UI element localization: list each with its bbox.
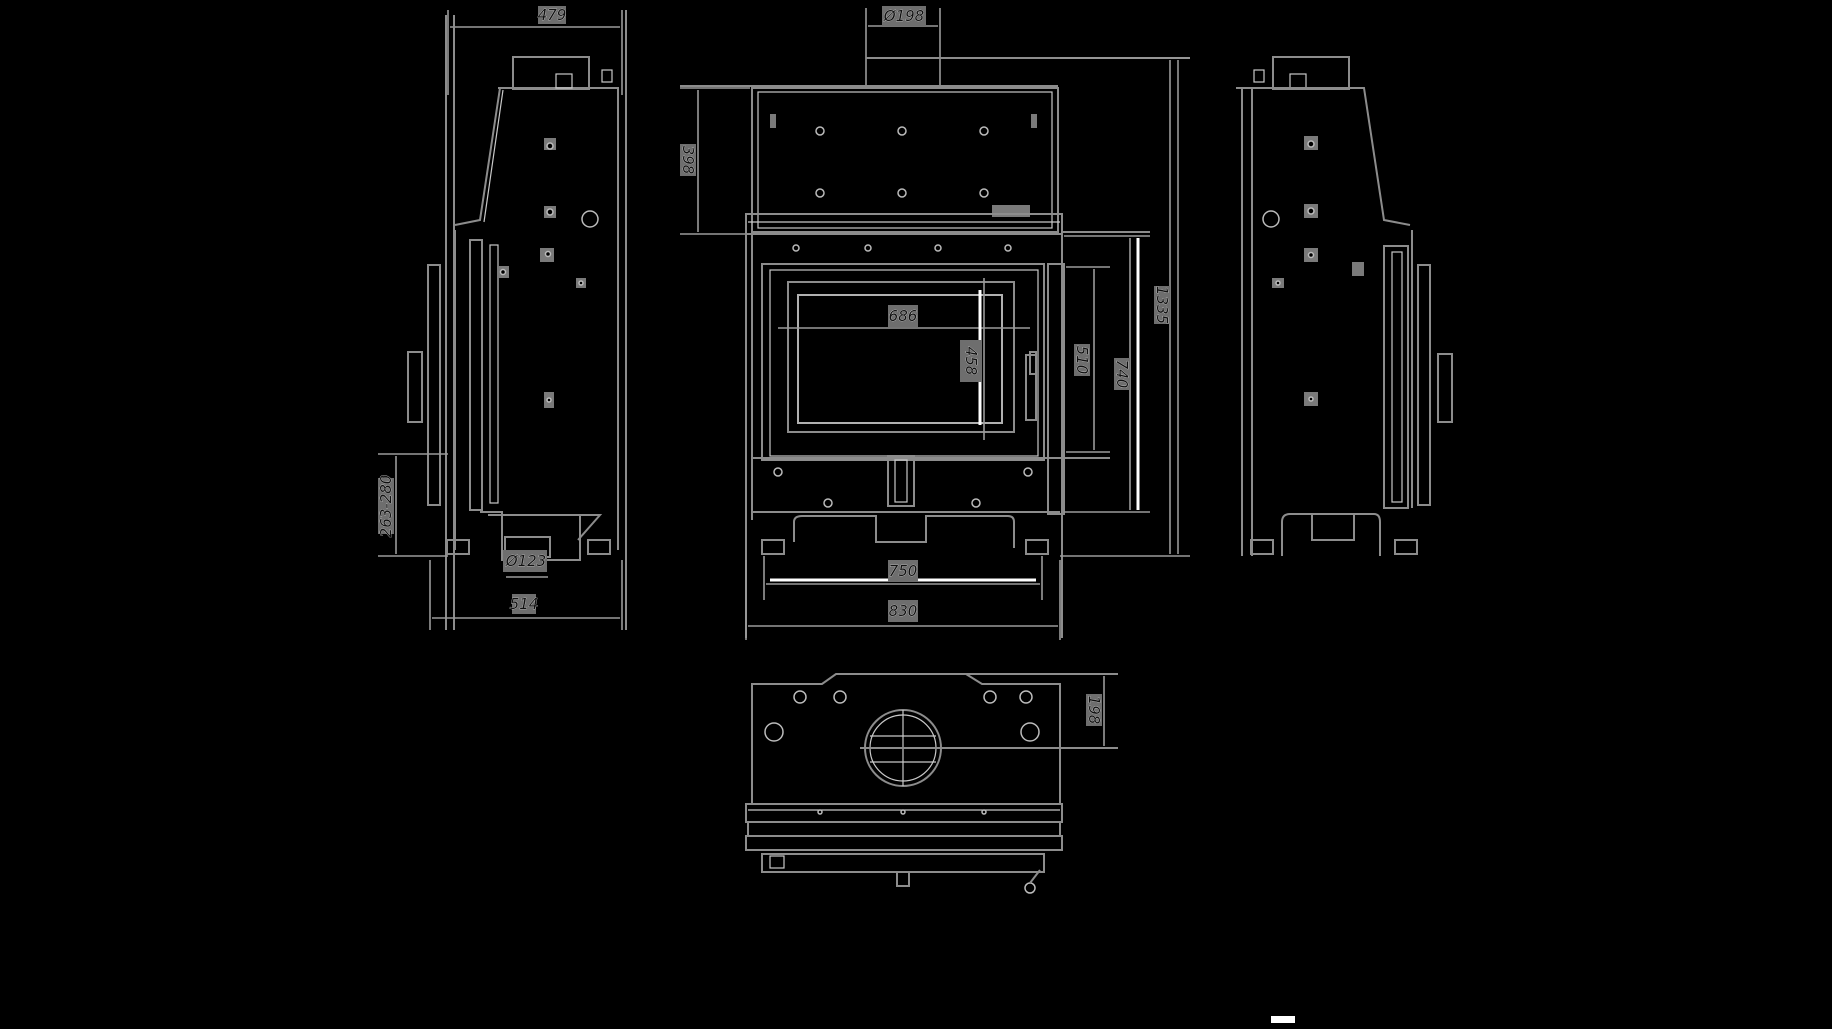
dim-479: 479 (538, 6, 567, 24)
dim-flue-diameter: Ø198 (883, 7, 924, 25)
rivets (815, 126, 989, 198)
dim-740: 740 (1113, 360, 1131, 389)
dim-514: 514 (510, 595, 539, 613)
side-view-right (1236, 56, 1453, 556)
dim-458: 458 (962, 347, 980, 376)
dim-263-280: 263-280 (377, 475, 395, 538)
dim-750: 750 (889, 562, 918, 580)
top-view: 198 (745, 673, 1118, 894)
scale-bar (1271, 1016, 1295, 1023)
dim-198-top: 198 (1085, 696, 1103, 725)
dim-1335: 1335 (1153, 286, 1171, 324)
side-view-left: 479 (377, 6, 627, 630)
dim-830: 830 (889, 602, 918, 620)
dim-510: 510 (1073, 346, 1091, 375)
dim-398: 398 (679, 146, 697, 175)
front-view: Ø198 398 686 (679, 6, 1190, 640)
dim-686: 686 (889, 307, 918, 325)
dim-air-inlet-diameter: Ø123 (505, 552, 546, 570)
